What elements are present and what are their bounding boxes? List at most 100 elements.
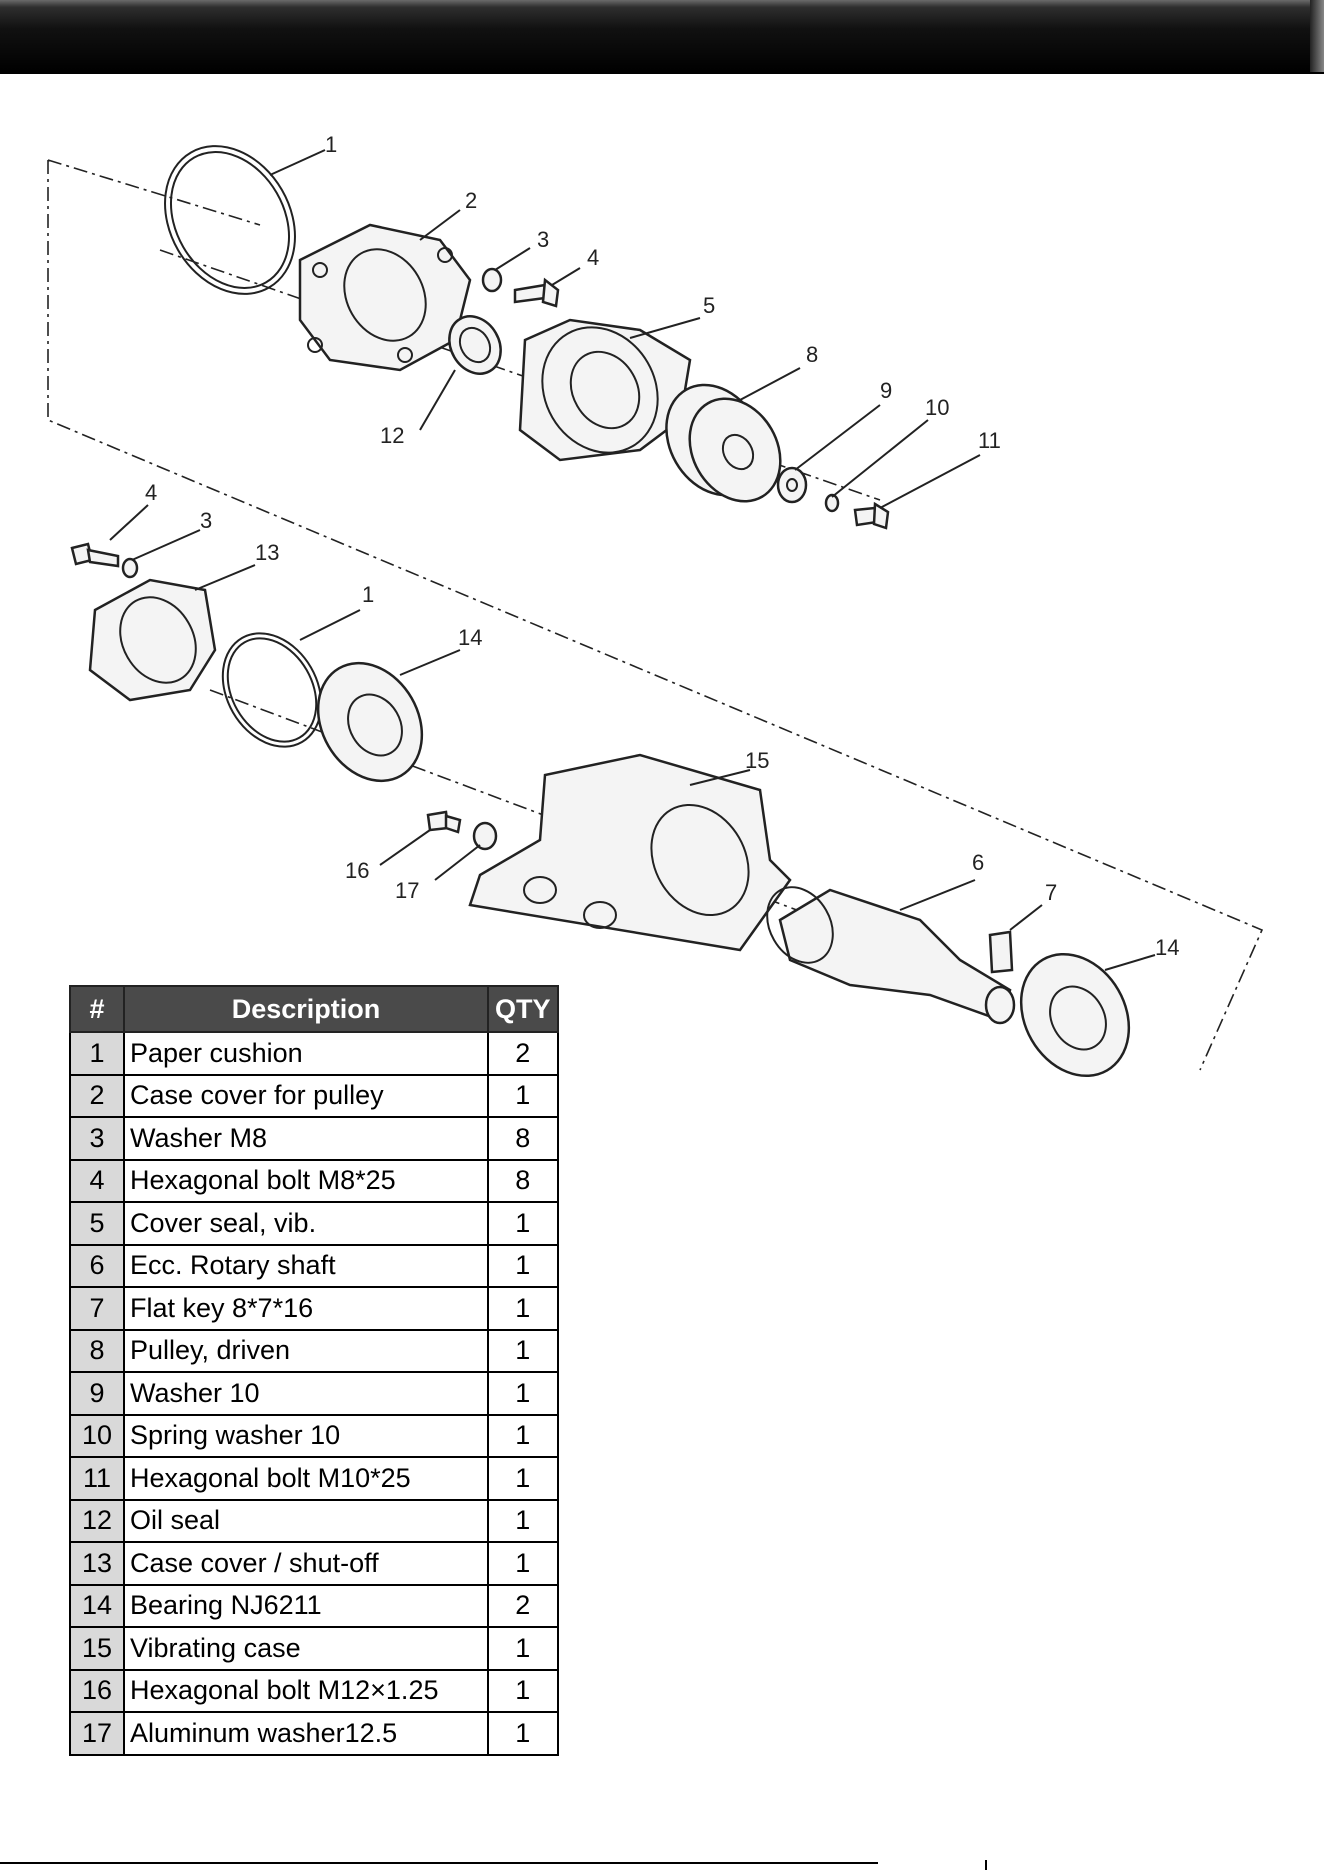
row-number: 16 <box>69 1668 125 1713</box>
row-qty: 1 <box>487 1286 559 1331</box>
row-qty: 1 <box>487 1456 559 1501</box>
row-description: Pulley, driven <box>123 1328 489 1373</box>
row-number: 11 <box>69 1456 125 1501</box>
part-12-oil-seal <box>448 315 502 375</box>
callout-3-lower: 3 <box>200 508 212 533</box>
callout-16: 16 <box>345 858 369 883</box>
row-description: Washer 10 <box>123 1371 489 1416</box>
part-16-bolt <box>426 810 462 834</box>
callout-9: 9 <box>880 378 892 403</box>
row-number: 17 <box>69 1711 125 1756</box>
header-qty: QTY <box>487 985 559 1033</box>
callout-14-lower: 14 <box>1155 935 1179 960</box>
row-description: Flat key 8*7*16 <box>123 1286 489 1331</box>
part-14-bearing-lower <box>1019 952 1131 1078</box>
row-number: 13 <box>69 1541 125 1586</box>
row-description: Spring washer 10 <box>123 1413 489 1458</box>
row-description: Hexagonal bolt M12×1.25 <box>123 1668 489 1713</box>
row-qty: 8 <box>487 1116 559 1161</box>
callout-4: 4 <box>587 245 599 270</box>
row-number: 3 <box>69 1116 125 1161</box>
part-4-bolt-lower <box>70 542 120 568</box>
callout-7: 7 <box>1045 880 1057 905</box>
part-9-washer <box>776 466 808 504</box>
callout-13: 13 <box>255 540 279 565</box>
header-bar <box>0 0 1324 74</box>
part-11-bolt <box>853 501 890 530</box>
row-qty: 2 <box>487 1583 559 1628</box>
row-qty: 8 <box>487 1158 559 1203</box>
callout-8: 8 <box>806 342 818 367</box>
row-qty: 1 <box>487 1073 559 1118</box>
row-description: Hexagonal bolt M8*25 <box>123 1158 489 1203</box>
callout-17: 17 <box>395 878 419 903</box>
row-description: Cover seal, vib. <box>123 1201 489 1246</box>
callout-2: 2 <box>465 188 477 213</box>
row-description: Hexagonal bolt M10*25 <box>123 1456 489 1501</box>
row-description: Oil seal <box>123 1498 489 1543</box>
row-description: Paper cushion <box>123 1031 489 1076</box>
row-number: 5 <box>69 1201 125 1246</box>
callout-15: 15 <box>745 748 769 773</box>
callout-1-lower: 1 <box>362 582 374 607</box>
leader-lines <box>109 149 1156 971</box>
row-qty: 1 <box>487 1413 559 1458</box>
row-number: 4 <box>69 1158 125 1203</box>
row-description: Washer M8 <box>123 1116 489 1161</box>
part-7-flat-key <box>988 930 1014 974</box>
callout-6: 6 <box>972 850 984 875</box>
part-14-bearing-upper <box>316 661 424 783</box>
callout-4-lower: 4 <box>145 480 157 505</box>
axis-line-upper <box>159 249 881 501</box>
part-10-spring-washer <box>824 493 840 513</box>
footer-tick <box>985 1860 987 1870</box>
row-qty: 1 <box>487 1711 559 1756</box>
row-description: Case cover / shut-off <box>123 1541 489 1586</box>
row-qty: 1 <box>487 1328 559 1373</box>
header-number: # <box>69 985 125 1033</box>
part-3-washer <box>481 267 503 293</box>
assembly-boundary <box>47 159 1264 1071</box>
row-qty: 1 <box>487 1668 559 1713</box>
part-17-aluminum-washer <box>472 821 498 851</box>
row-description: Ecc. Rotary shaft <box>123 1243 489 1288</box>
row-number: 9 <box>69 1371 125 1416</box>
callout-3: 3 <box>537 227 549 252</box>
part-8-pulley <box>665 383 782 503</box>
callout-11: 11 <box>978 428 1001 453</box>
part-1-paper-cushion-upper <box>164 145 296 295</box>
header-description: Description <box>123 985 489 1033</box>
row-qty: 1 <box>487 1201 559 1246</box>
callout-14-upper: 14 <box>458 625 482 650</box>
part-1-paper-cushion-lower <box>221 632 323 748</box>
row-number: 7 <box>69 1286 125 1331</box>
row-description: Bearing NJ6211 <box>123 1583 489 1628</box>
row-qty: 2 <box>487 1031 559 1076</box>
part-4-bolt <box>513 277 560 308</box>
row-qty: 1 <box>487 1498 559 1543</box>
row-number: 14 <box>69 1583 125 1628</box>
row-number: 15 <box>69 1626 125 1671</box>
row-qty: 1 <box>487 1243 559 1288</box>
part-13-case-cover-shutoff <box>88 578 217 702</box>
row-number: 1 <box>69 1031 125 1076</box>
part-6-rotary-shaft <box>766 886 1016 1025</box>
table-header-row: # Description QTY <box>69 985 559 1033</box>
callout-12: 12 <box>380 423 404 448</box>
part-5-cover-seal <box>518 318 692 462</box>
